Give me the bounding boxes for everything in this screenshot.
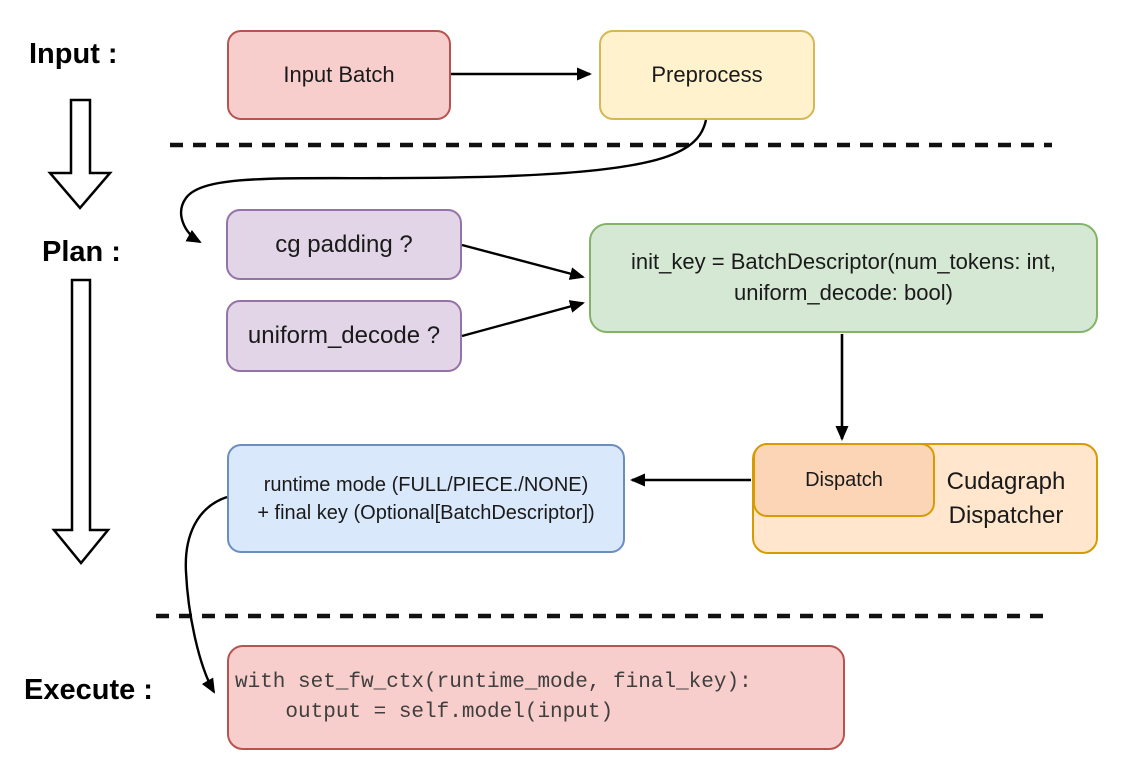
execute-code-node: with set_fw_ctx(runtime_mode, final_key)… [227,645,845,750]
dispatch-node: Dispatch [753,443,935,517]
preprocess-node: Preprocess [599,30,815,120]
init-key-line2: uniform_decode: bool) [734,280,953,305]
uniform-decode-label: uniform_decode ? [247,322,441,350]
hollow-arrow-plan-to-execute [51,278,111,565]
execute-code-line2: output = self.model(input) [235,700,614,724]
stage-label-input: Input : [29,38,118,70]
cudagraph-dispatcher-label: Cudagraph Dispatcher [918,445,1094,552]
dispatch-label: Dispatch [805,469,883,491]
init-key-line1: init_key = BatchDescriptor(num_tokens: i… [631,249,1056,275]
stage-label-execute: Execute : [24,674,153,706]
init-key-node: init_key = BatchDescriptor(num_tokens: i… [589,223,1098,333]
runtime-mode-line2: + final key (Optional[BatchDescriptor]) [257,501,595,524]
runtime-mode-line1: runtime mode (FULL/PIECE./NONE) [263,473,589,496]
cg-padding-label: cg padding ? [275,230,413,258]
cudagraph-line1: Cudagraph [946,467,1066,495]
uniform-decode-node: uniform_decode ? [226,300,462,372]
input-batch-label: Input Batch [283,61,395,87]
arrow-uniform-decode-to-init-key [461,300,585,338]
input-batch-node: Input Batch [227,30,451,120]
execute-code-line1: with set_fw_ctx(runtime_mode, final_key)… [235,670,752,694]
cudagraph-line2: Dispatcher [948,501,1064,529]
arrow-cg-padding-to-init-key [461,243,585,280]
hollow-arrow-input-to-plan [47,98,113,210]
cg-padding-node: cg padding ? [226,209,462,280]
stage-label-plan: Plan : [42,236,121,268]
preprocess-label: Preprocess [651,61,763,87]
runtime-mode-node: runtime mode (FULL/PIECE./NONE) + final … [227,444,625,553]
arrow-runtime-mode-to-execute-code [184,495,228,694]
